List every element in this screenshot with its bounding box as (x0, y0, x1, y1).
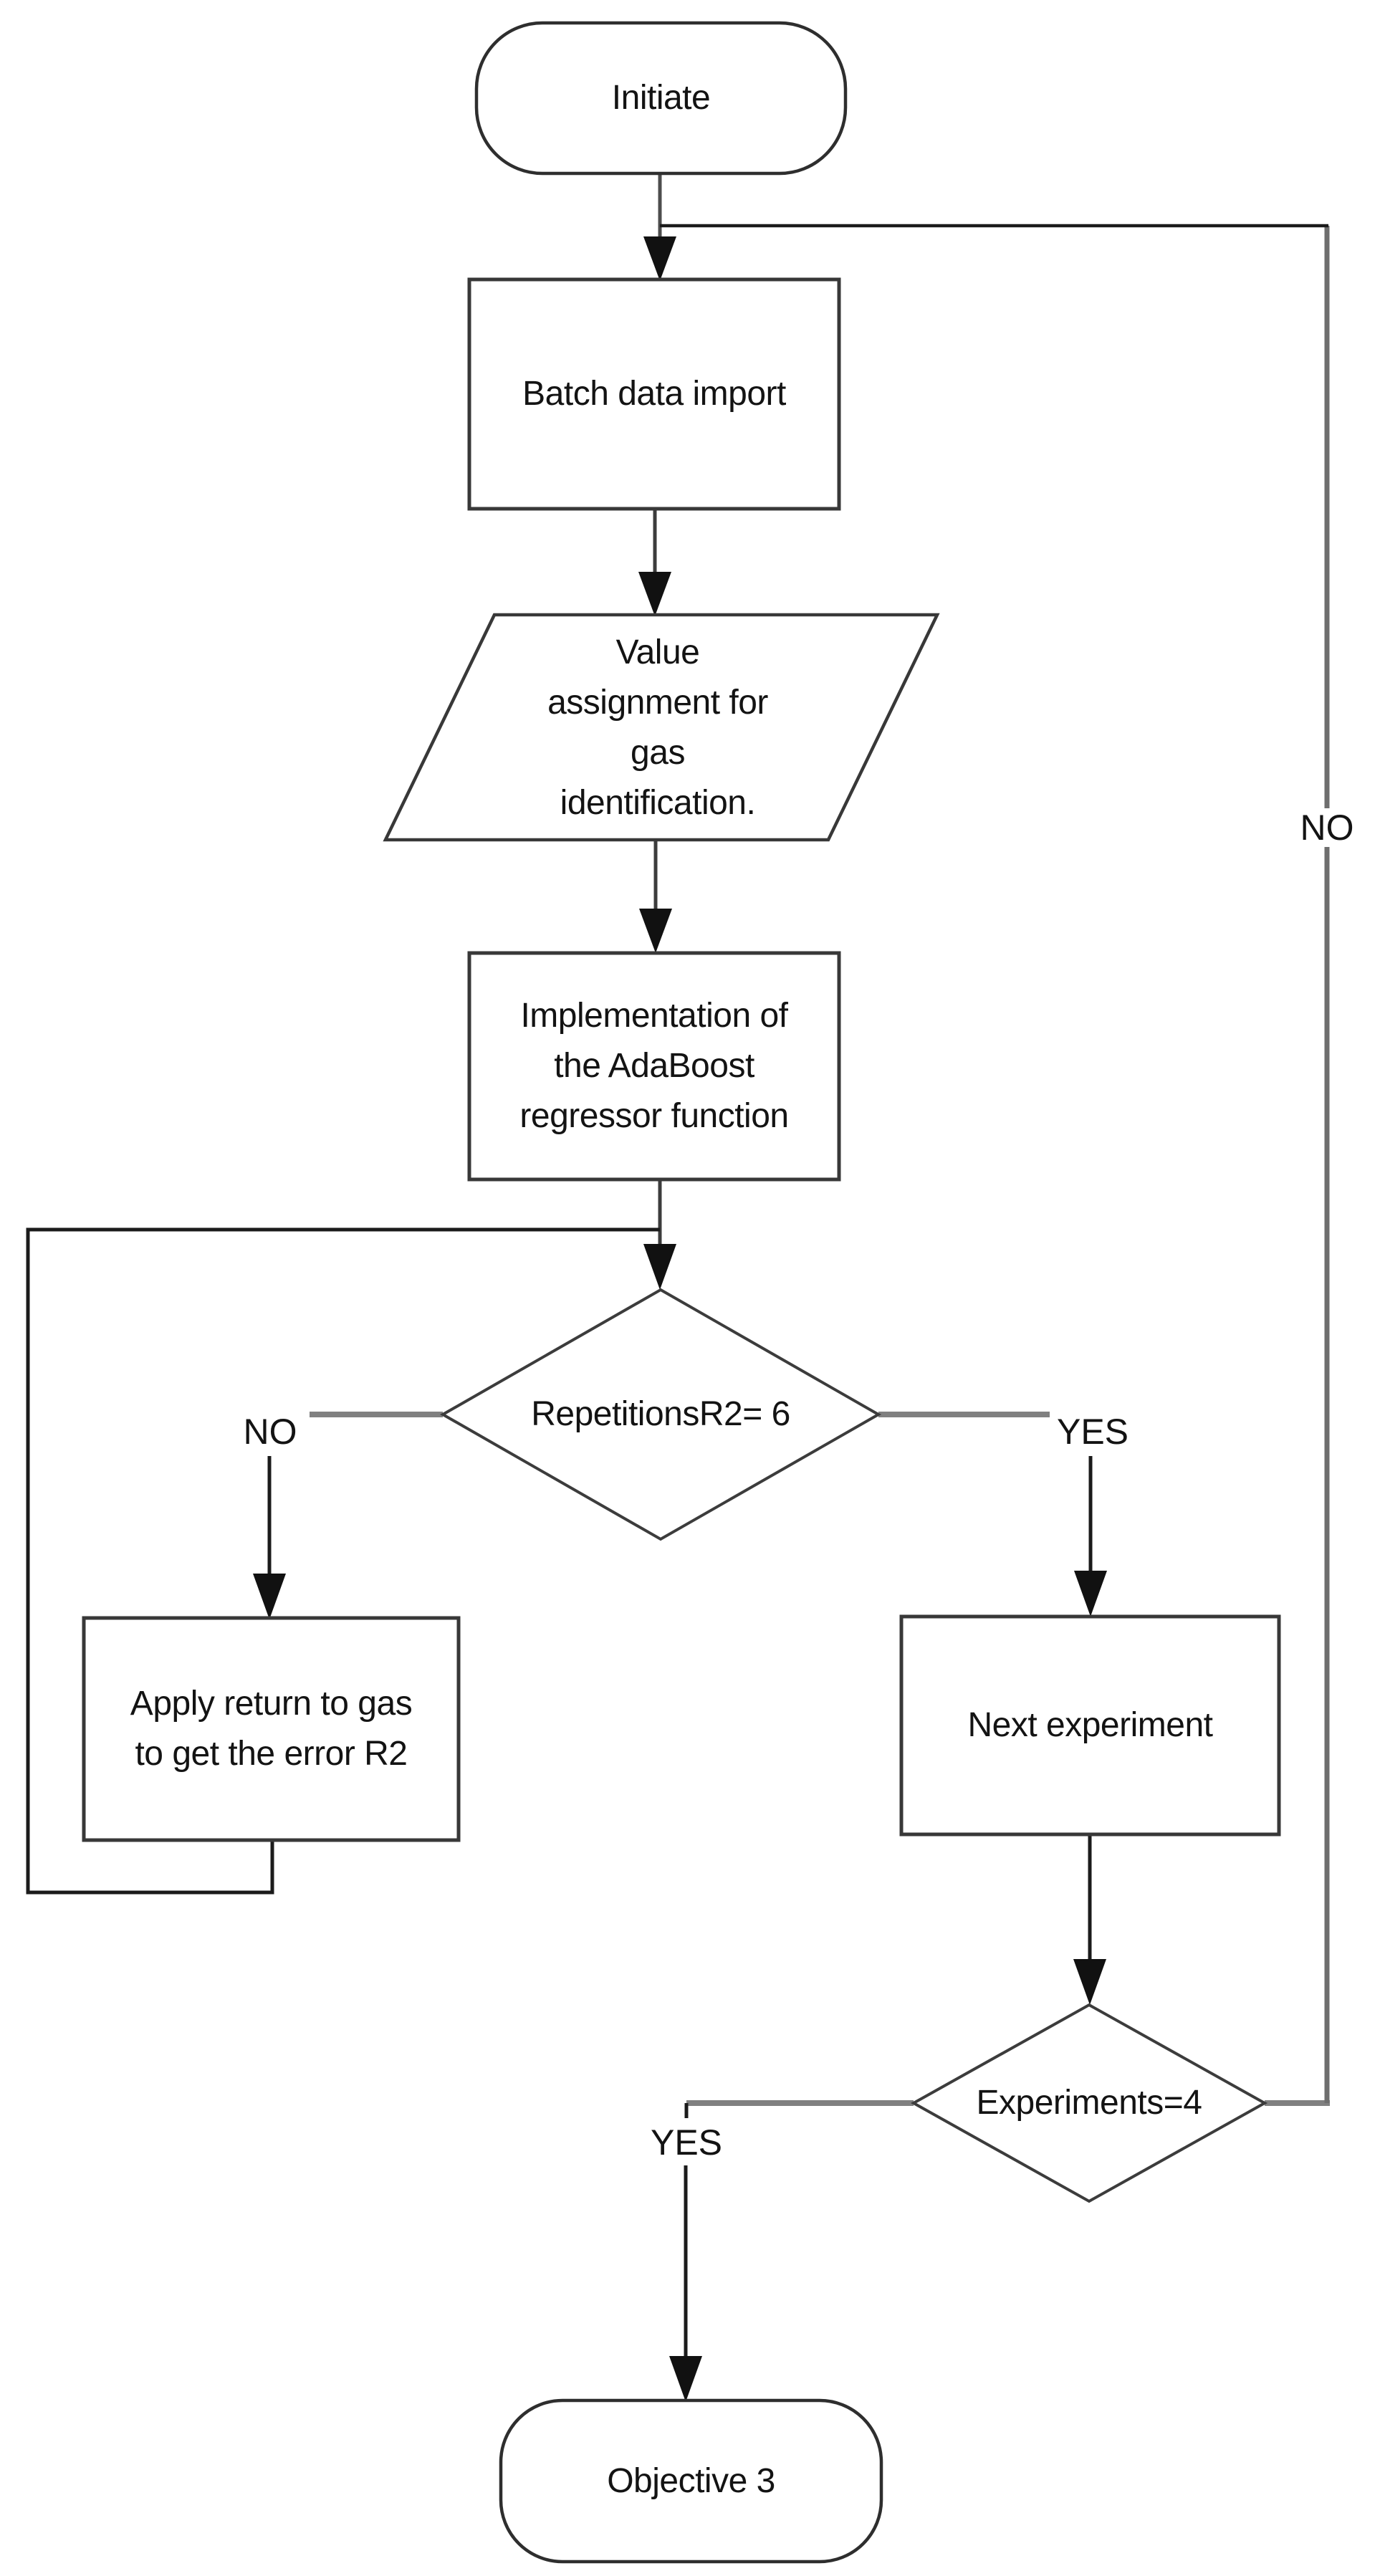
edge-experiments-yes-branch (669, 2100, 914, 2402)
arrowhead-into-experiments (1073, 1959, 1106, 2005)
node-apply-return-shape (82, 1616, 461, 1842)
node-adaboost-shape (467, 951, 841, 1182)
edge-repetitions-no-branch (253, 1412, 443, 1619)
arrowhead-into-objective (669, 2356, 702, 2402)
arrowhead-into-next (1074, 1571, 1107, 1617)
node-experiments-decision-label: Experiments=4 (976, 2084, 1203, 2122)
node-batch-import-shape (467, 277, 841, 511)
arrowhead-into-repetitions (643, 1244, 676, 1290)
edge-initiate-to-batch (643, 174, 676, 281)
edge-adaboost-to-repetitions (643, 1181, 676, 1290)
edge-next-to-experiments (1073, 1836, 1106, 2005)
node-adaboost-label: Implementation of the AdaBoost regressor… (519, 997, 789, 1135)
node-value-assignment-label: Value assignment for gas identification. (547, 633, 768, 822)
node-repetitions-decision-shape (439, 1288, 882, 1541)
node-objective-shape (499, 2398, 883, 2564)
arrowhead-into-batch (643, 236, 676, 281)
edge-batch-to-value (638, 510, 671, 616)
arrowhead-into-value (638, 572, 671, 616)
node-value-assignment-shape (383, 613, 940, 842)
edge-apply-loop-back (26, 1227, 660, 1895)
edge-label-repetitions-no: NO (243, 1412, 297, 1452)
node-initiate-shape (474, 21, 848, 176)
arrowhead-into-apply (253, 1574, 286, 1619)
edge-experiments-no-feedback (660, 224, 1330, 2106)
edge-repetitions-yes-branch (878, 1412, 1107, 1617)
arrowhead-into-adaboost (639, 909, 672, 953)
node-objective-label: Objective 3 (607, 2461, 775, 2500)
node-next-experiment-shape (899, 1614, 1281, 1837)
node-batch-import-label: Batch data import (522, 375, 786, 413)
node-experiments-decision-shape (910, 2003, 1268, 2203)
node-initiate-label: Initiate (611, 79, 711, 117)
edge-value-to-adaboost (639, 841, 672, 953)
node-apply-return-label: Apply return to gas to get the error R2 (130, 1685, 413, 1773)
node-next-experiment-label: Next experiment (967, 1706, 1213, 1744)
edge-label-experiments-yes: YES (650, 2122, 723, 2163)
edge-label-experiments-no: NO (1300, 808, 1354, 848)
node-repetitions-decision-label: RepetitionsR2= 6 (531, 1395, 790, 1433)
edge-label-repetitions-yes: YES (1056, 1412, 1129, 1452)
